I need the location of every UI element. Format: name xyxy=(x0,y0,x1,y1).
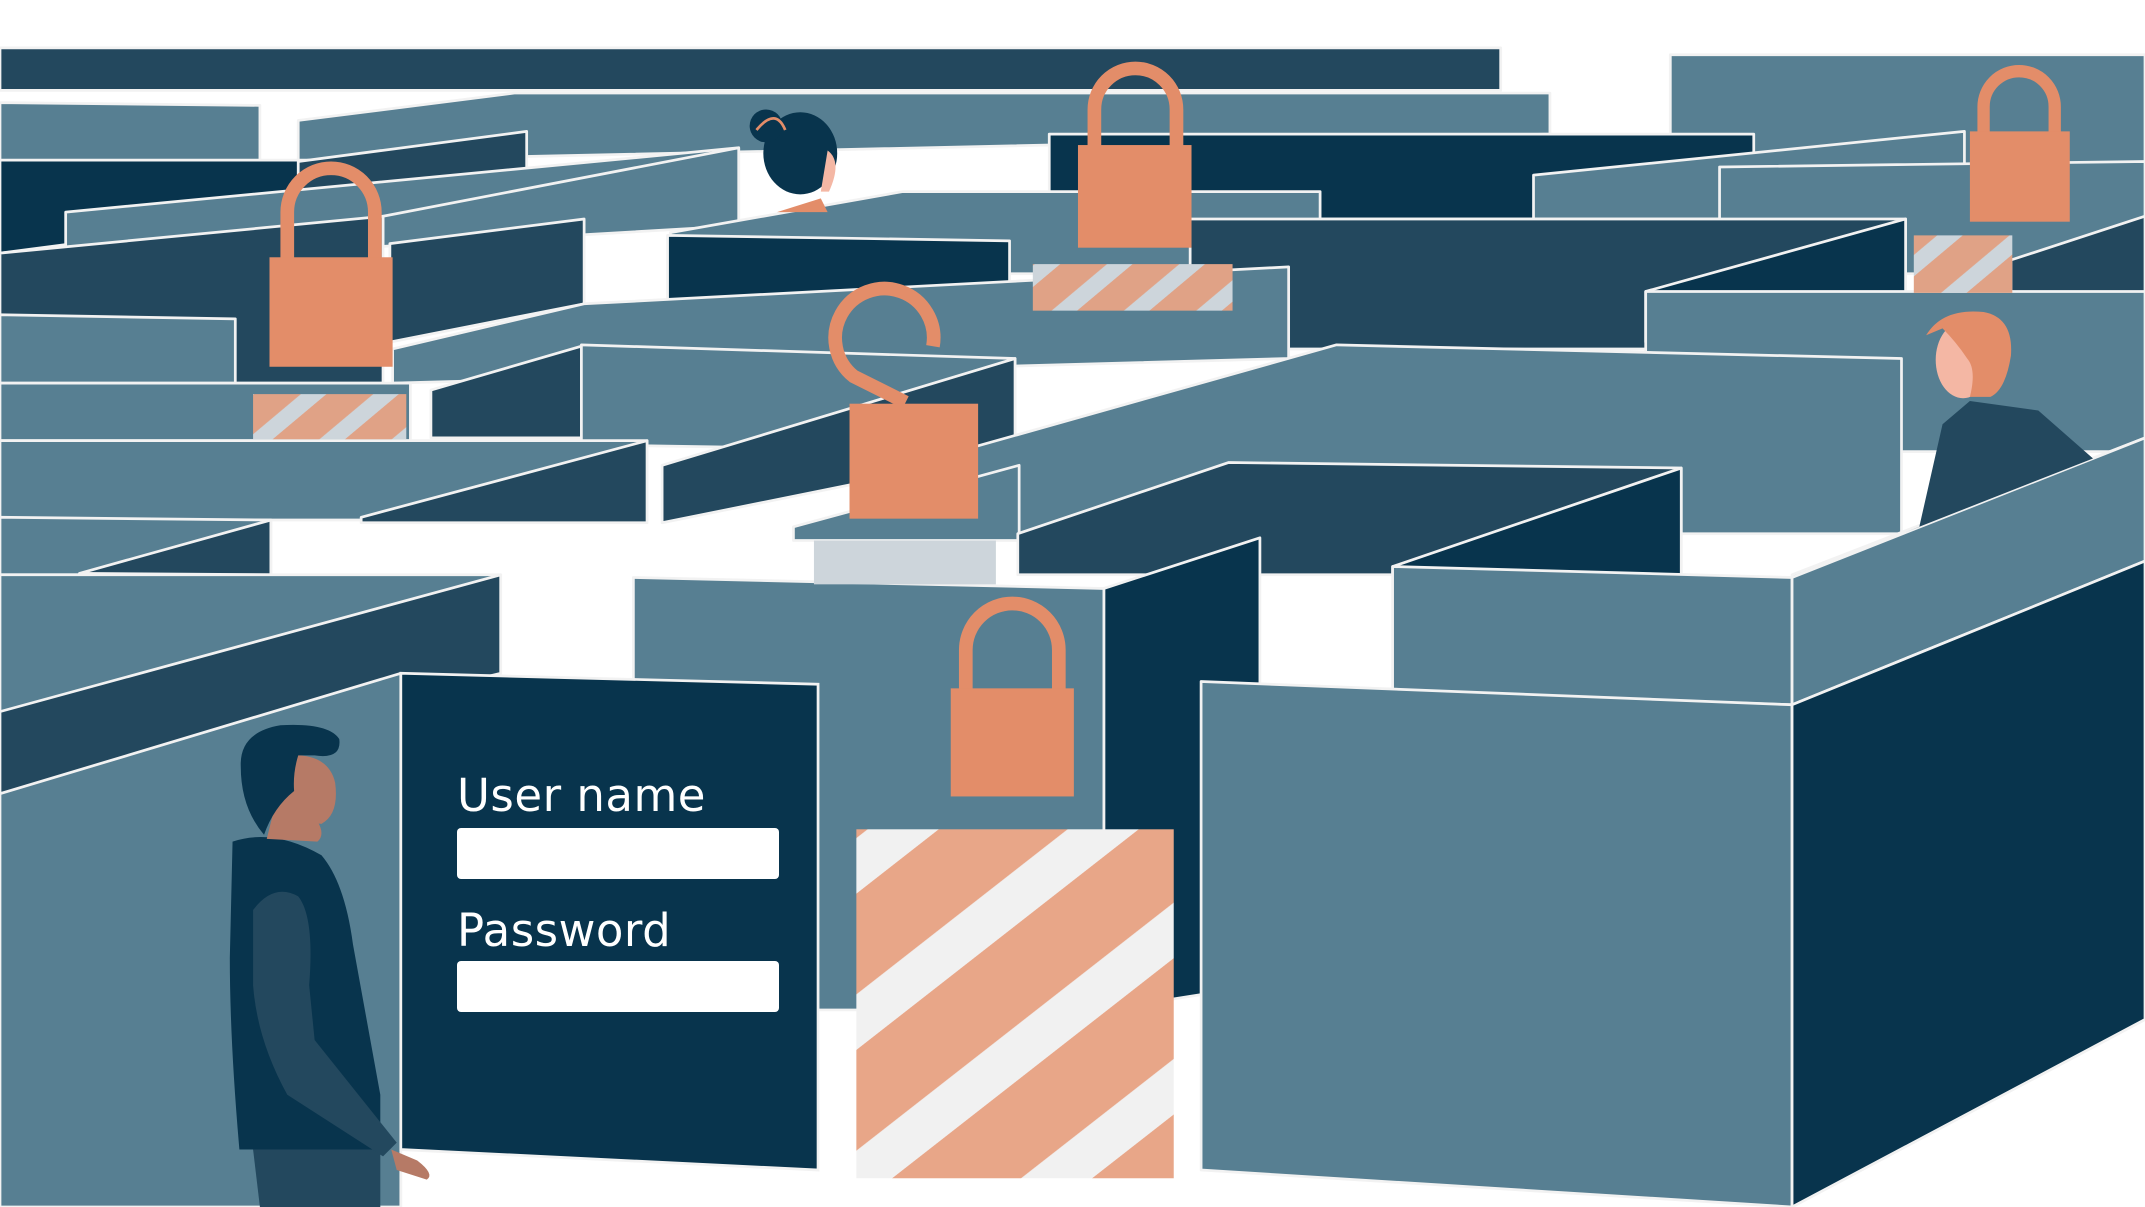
padlock-icon-top-right xyxy=(1969,65,2070,222)
person-right xyxy=(1901,311,2094,534)
login-panel xyxy=(399,671,820,1172)
person-bottom-left xyxy=(229,724,430,1207)
padlock-icon-top-left xyxy=(269,161,393,367)
striped-block-small-right xyxy=(1913,235,2013,293)
password-input[interactable] xyxy=(457,961,779,1012)
person-top-center xyxy=(749,109,838,213)
username-label: User name xyxy=(457,769,706,822)
unlocked-padlock-icon-center xyxy=(828,281,979,519)
striped-block-large xyxy=(856,829,1174,1179)
striped-blocks xyxy=(253,235,2013,1179)
striped-block-small-top xyxy=(1032,264,1233,311)
padlock-icon-lower-center xyxy=(950,596,1074,797)
padlock-icon-top-center xyxy=(1077,61,1192,248)
password-label: Password xyxy=(457,904,672,957)
username-input[interactable] xyxy=(457,828,779,879)
grey-block xyxy=(813,540,996,585)
striped-block-small-left xyxy=(253,394,407,440)
